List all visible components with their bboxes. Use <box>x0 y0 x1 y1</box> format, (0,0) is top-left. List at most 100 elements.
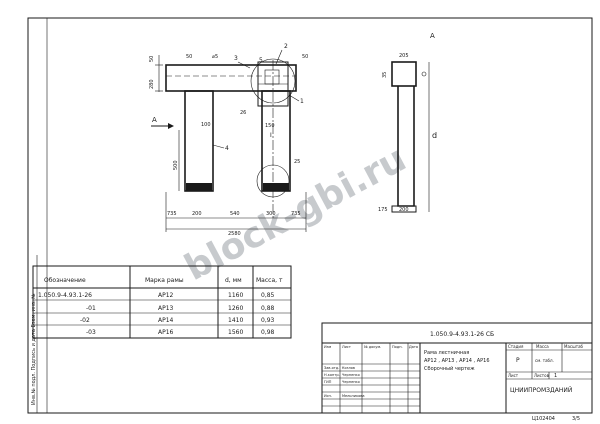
dim-text-side-200: 200 <box>399 207 409 213</box>
dim-text-500: 500 <box>173 160 179 170</box>
title-role: Зав.отд. <box>324 366 339 370</box>
side-view: А d 205 35 175 200 <box>378 32 437 213</box>
spec-row-d: 1260 <box>228 305 243 312</box>
spec-row-code: -02 <box>80 317 90 324</box>
dim-text-205: 205 <box>399 53 409 59</box>
leader-line-4 <box>212 144 225 149</box>
sheet-format: 3/5 <box>572 416 580 422</box>
dim-text-100: 100 <box>201 122 211 128</box>
spec-header-mark: Марка рамы <box>145 277 184 284</box>
title-name-line-1: Рама лестничная <box>424 350 469 356</box>
spec-table-frame <box>32 265 292 339</box>
left-leg-base-plate <box>186 183 212 191</box>
dim-text-25: 25 <box>294 159 300 165</box>
left-leg <box>184 90 214 192</box>
dim-text-540: 540 <box>230 211 240 217</box>
leader-line-1 <box>288 94 300 102</box>
title-role: Исп. <box>324 394 332 398</box>
title-role: Н.контр. <box>324 373 340 377</box>
spec-table: Обозначение Марка рамы d, мм Масса, т 1.… <box>32 265 292 339</box>
title-block: 1.050.9-4.93.1-26 СБ Рама лестничная АР1… <box>321 322 593 414</box>
detail-circle-1 <box>250 58 296 104</box>
title-block-frame <box>321 322 593 414</box>
detail-circle-25 <box>256 164 290 198</box>
spec-row-mark: АР16 <box>158 329 174 336</box>
dim-text-35: 35 <box>382 72 388 78</box>
callout-I: I <box>270 132 272 139</box>
title-col-head: Дата <box>409 345 418 349</box>
spec-header-d: d, мм <box>225 277 242 284</box>
callout-4: 4 <box>225 145 229 152</box>
callout-1: 1 <box>300 98 304 105</box>
callout-5: 5 <box>259 57 263 64</box>
spec-row-mass: 0,88 <box>261 305 275 312</box>
leader-line-3 <box>237 61 251 69</box>
title-mass: см. табл. <box>535 358 554 363</box>
dim-text-right-50: 50 <box>302 54 308 60</box>
side-top-block <box>391 61 417 87</box>
title-sheets-label: Листов <box>534 373 550 378</box>
callout-3: 3 <box>234 55 238 62</box>
side-view-label: А <box>430 32 435 40</box>
section-arrow-head <box>168 123 174 129</box>
spec-row-mark: АР14 <box>158 317 174 324</box>
spec-header-mass: Масса, т <box>256 277 283 284</box>
spec-row-mass: 0,85 <box>261 292 275 299</box>
title-col-head: Изм <box>324 345 331 349</box>
title-stage: Р <box>516 357 520 364</box>
title-header-scale: Масштаб <box>564 344 584 349</box>
dim-text-735-left: 735 <box>167 211 177 217</box>
spec-header-designation: Обозначение <box>44 277 86 284</box>
title-col-head: Лист <box>342 345 351 349</box>
title-sheet-label: Лист <box>508 373 519 378</box>
dim-text-200: 200 <box>192 211 202 217</box>
title-sheets-value: 1 <box>554 373 557 379</box>
joint-embedded-plate <box>264 69 280 85</box>
dim-text-total-2580: 2580 <box>228 231 241 237</box>
sheet-frame <box>27 17 593 414</box>
front-dimensions: 50 280 500 ⌀5 50 50 100 26 150 25 735 20… <box>149 54 308 237</box>
side-strip: Инв.№ подл. Подпись и дата Взам. инв. № <box>31 255 38 413</box>
spec-row-d: 1410 <box>228 317 243 324</box>
dim-text-280: 280 <box>149 79 155 89</box>
dim-text-26: 26 <box>240 110 246 116</box>
title-name-line-3: Сборочный чертеж <box>424 365 475 372</box>
dim-text-50: 50 <box>149 56 155 62</box>
sheet-code: Ц102404 <box>532 416 555 422</box>
side-hole <box>421 71 427 77</box>
dim-text-top-50: 50 <box>186 54 192 60</box>
spec-row-d: 1160 <box>228 292 243 299</box>
title-name-line-2: АР12 , АР13 , АР14 , АР16 <box>424 358 490 364</box>
title-organization: ЦНИИПРОМЗДАНИЙ <box>510 387 572 394</box>
leader-callouts: 2 3 5 4 1 I <box>212 43 304 152</box>
right-leg-base-plate <box>263 183 289 191</box>
title-person: Козлов <box>342 366 355 370</box>
spec-row-code: -01 <box>86 305 96 312</box>
dim-text-d5: ⌀5 <box>212 54 218 60</box>
spec-row-code: 1.050.9-4.93.1-26 <box>38 292 92 299</box>
spec-row-d: 1560 <box>228 329 243 336</box>
dim-text-150: 150 <box>265 123 275 129</box>
dim-text-735-right: 735 <box>291 211 301 217</box>
dim-text-300: 300 <box>266 211 276 217</box>
title-role: ГИП <box>324 380 332 384</box>
title-designation: 1.050.9-4.93.1-26 СБ <box>430 331 494 338</box>
side-strip-text: Инв.№ подл. Подпись и дата Взам. инв. № <box>31 293 37 405</box>
title-header-mass: Масса <box>536 344 549 349</box>
section-arrow-label: А <box>152 116 157 124</box>
spec-row-mark: АР13 <box>158 305 174 312</box>
leader-line-2 <box>275 49 283 65</box>
callout-2: 2 <box>284 43 288 50</box>
spec-row-mass: 0,93 <box>261 317 275 324</box>
title-person: Черненко <box>342 373 360 377</box>
spec-row-mark: АР12 <box>158 292 174 299</box>
title-col-head: № докум. <box>364 345 381 349</box>
spec-row-code: -03 <box>86 329 96 336</box>
spec-row-mass: 0,98 <box>261 329 275 336</box>
title-col-head: Подп. <box>392 345 403 349</box>
side-base-plate <box>391 205 417 213</box>
title-person: Мельникова <box>342 394 365 398</box>
dim-text-175: 175 <box>378 207 388 213</box>
top-beam <box>165 64 297 92</box>
